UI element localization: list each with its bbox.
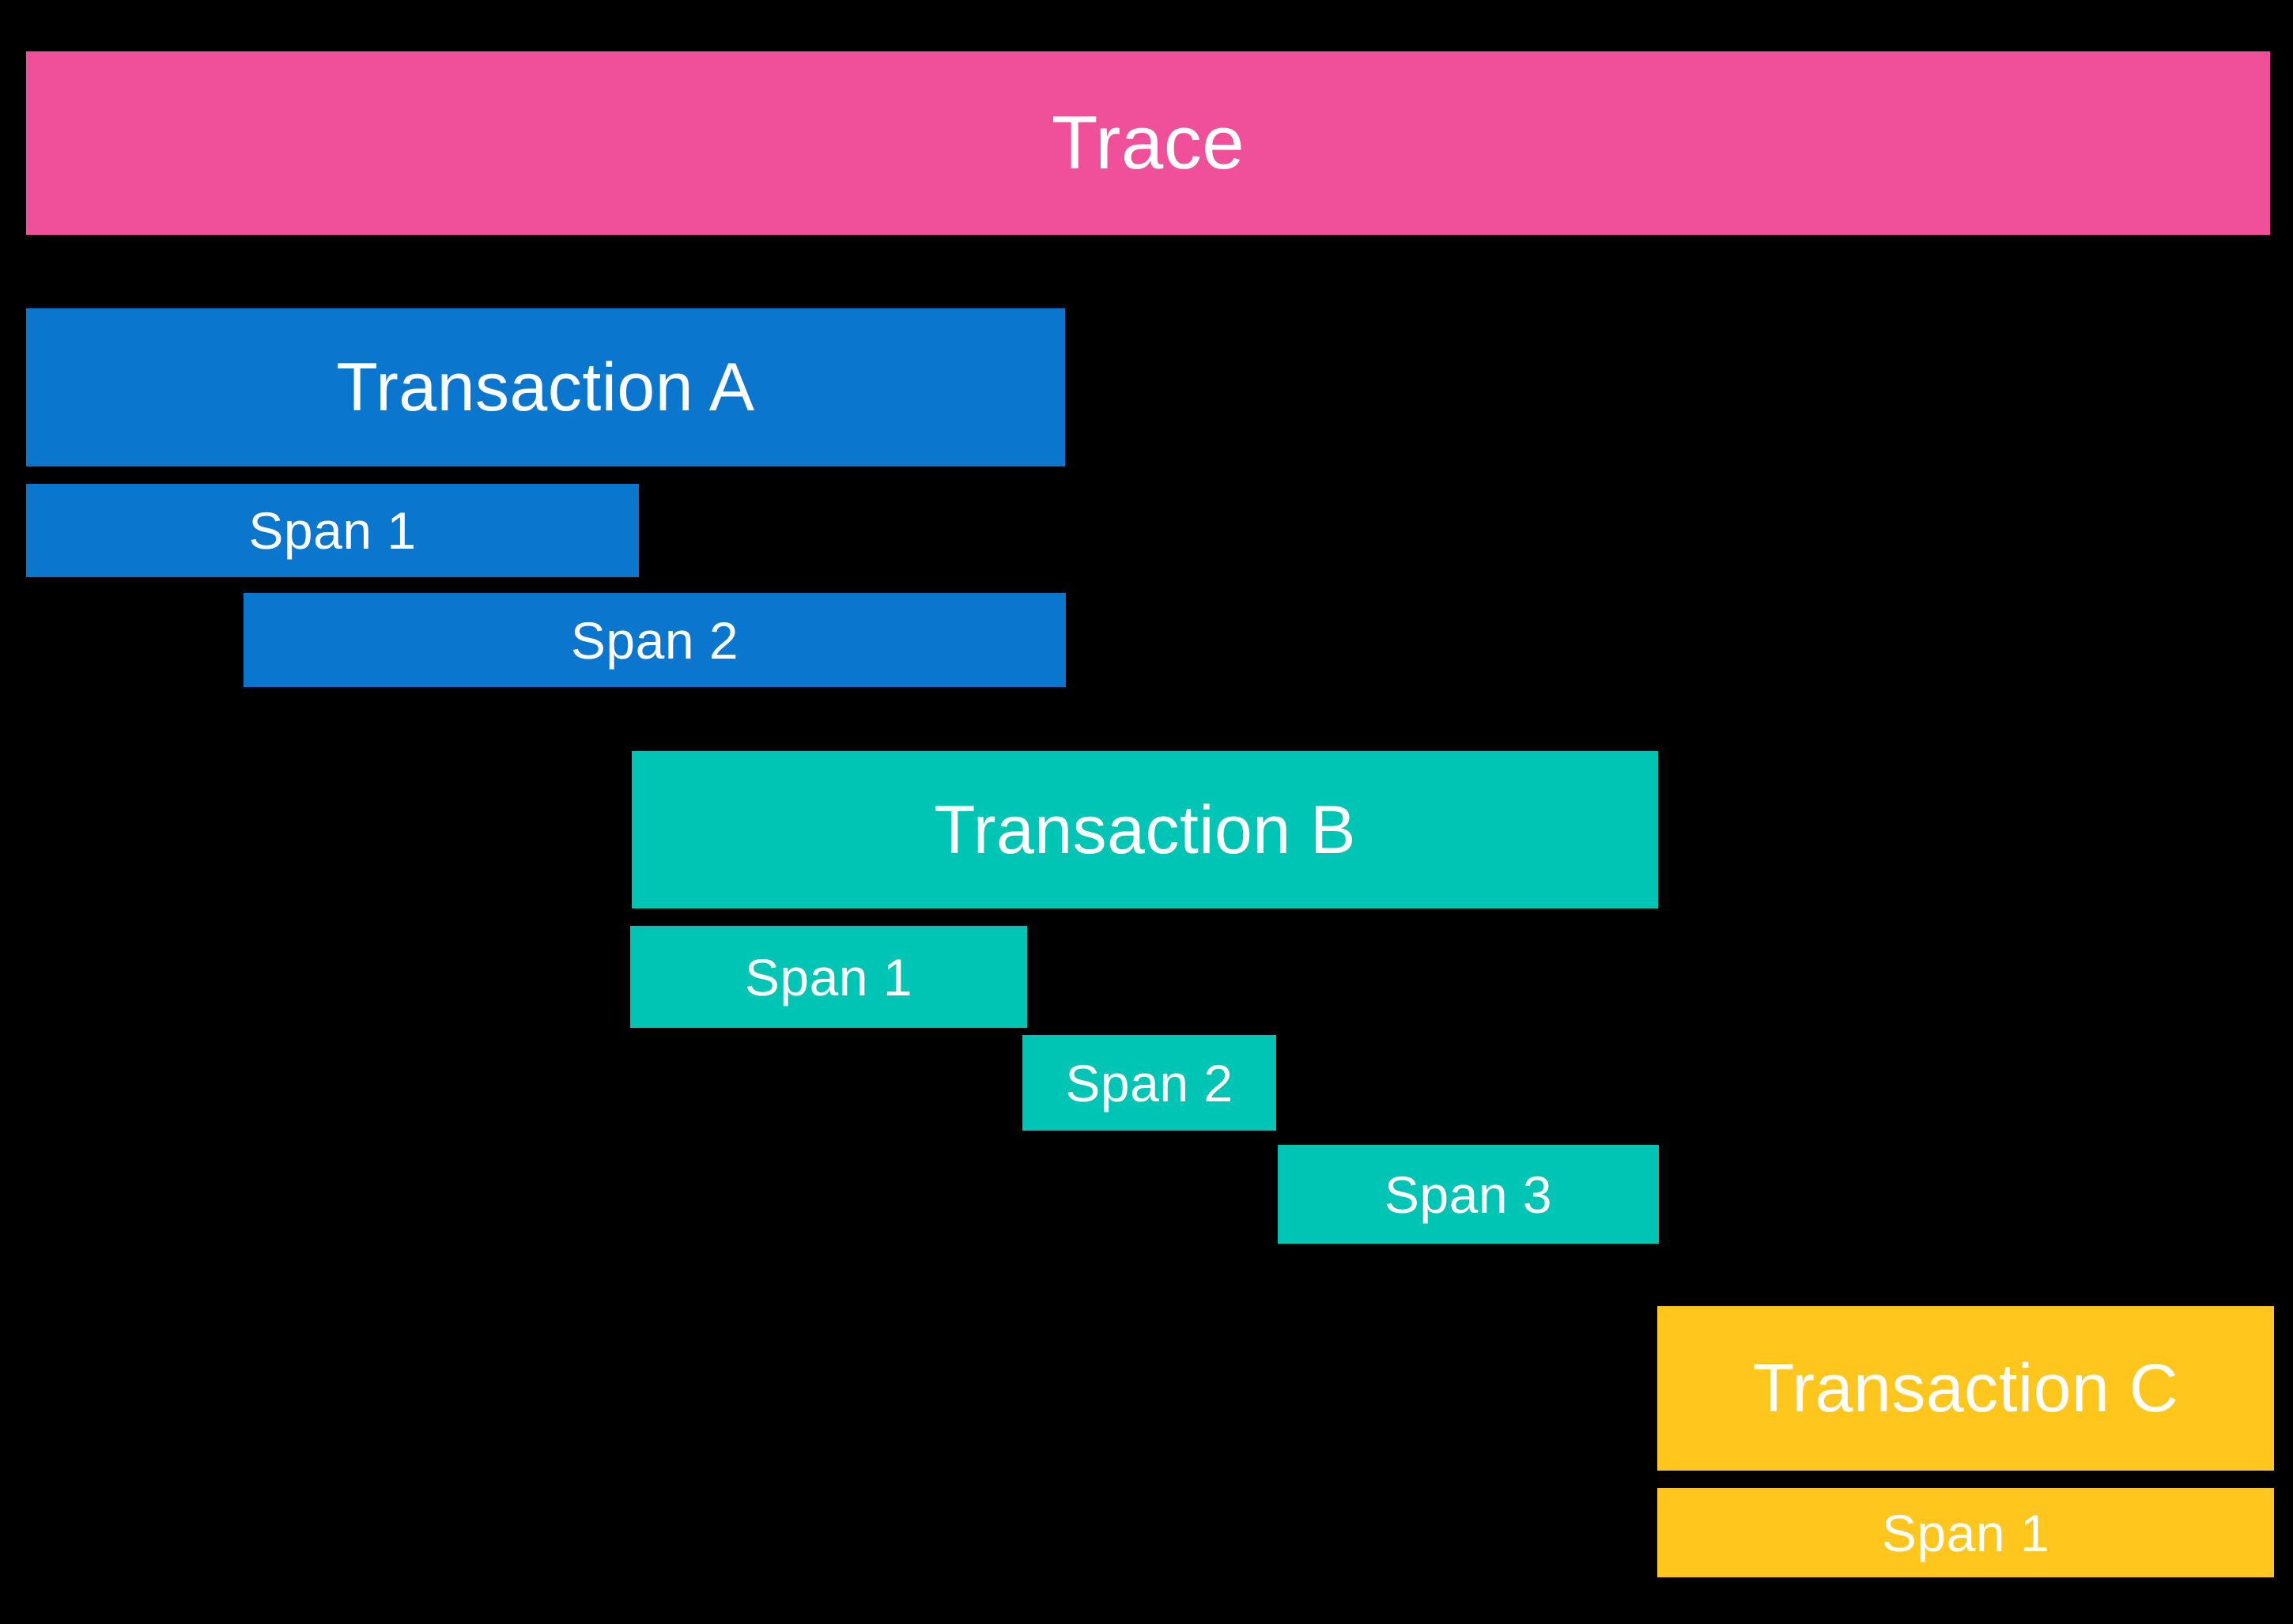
trace-bar[interactable]: Trace	[26, 51, 2270, 235]
transaction-b-bar[interactable]: Transaction B	[632, 751, 1658, 908]
transaction-a-span-2-label: Span 2	[570, 610, 739, 670]
transaction-b-span-1-bar[interactable]: Span 1	[630, 926, 1027, 1028]
transaction-b-span-2-bar[interactable]: Span 2	[1022, 1035, 1276, 1131]
transaction-b-span-1-label: Span 1	[744, 947, 913, 1007]
transaction-a-label: Transaction A	[336, 349, 755, 425]
transaction-c-bar[interactable]: Transaction C	[1657, 1306, 2274, 1471]
transaction-b-label: Transaction B	[934, 791, 1356, 868]
transaction-b-span-3-bar[interactable]: Span 3	[1278, 1145, 1659, 1244]
transaction-a-bar[interactable]: Transaction A	[26, 308, 1065, 466]
transaction-c-span-1-label: Span 1	[1881, 1503, 2050, 1562]
transaction-a-span-1-bar[interactable]: Span 1	[26, 484, 639, 577]
transaction-b-span-2-label: Span 2	[1065, 1053, 1233, 1112]
trace-label: Trace	[1051, 100, 1245, 185]
transaction-c-label: Transaction C	[1752, 1350, 2179, 1426]
transaction-a-span-2-bar[interactable]: Span 2	[244, 593, 1066, 687]
transaction-b-span-3-label: Span 3	[1384, 1165, 1553, 1224]
transaction-c-span-1-bar[interactable]: Span 1	[1657, 1488, 2274, 1577]
transaction-a-span-1-label: Span 1	[248, 501, 417, 560]
